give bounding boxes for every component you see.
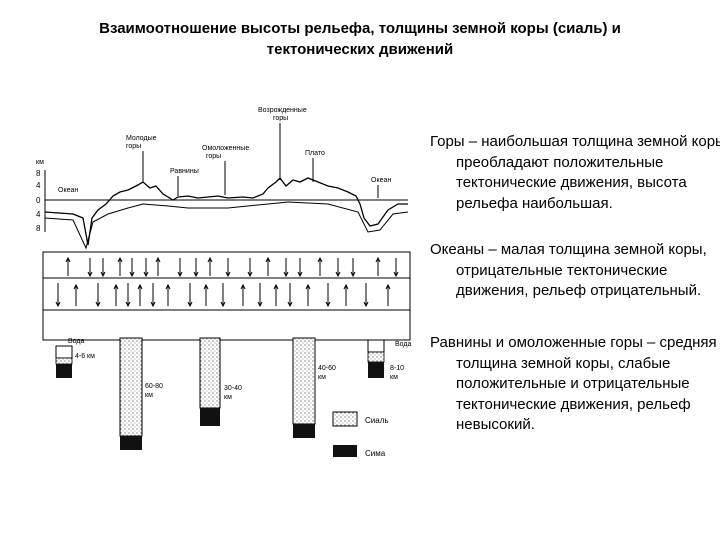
label-plateau: Плато	[305, 150, 325, 157]
column-5-water	[368, 340, 384, 352]
axis-unit-label: км	[36, 159, 44, 166]
legend-sial-swatch	[333, 412, 357, 426]
label-thickness-3-line1: 30-40	[224, 385, 242, 392]
label-ocean-right: Океан	[371, 177, 391, 184]
label-young-mountains-2: горы	[126, 143, 141, 150]
axis-tick-label: 4	[36, 210, 41, 219]
label-young-mountains-1: Молодые	[126, 135, 157, 142]
column-1-water	[56, 346, 72, 358]
label-water-left: Вода	[68, 338, 84, 345]
label-thickness-2-line1: 60-80	[145, 383, 163, 390]
label-ocean-left: Океан	[58, 187, 78, 194]
label-thickness-5-line2: км	[390, 374, 398, 381]
column-5-sima	[368, 362, 384, 378]
label-plains: Равнины	[170, 168, 199, 175]
label-thickness-3-line2: км	[224, 394, 232, 401]
column-5-sial	[368, 352, 384, 362]
label-water-right: Вода	[395, 341, 411, 348]
legend-sima-label: Сима	[365, 449, 386, 458]
label-revived-mountains-2: горы	[273, 115, 288, 122]
crust-diagram: Возрожденные горы Молодые горы Омоложенн…	[28, 100, 423, 480]
slide-title-line-2: тектонических движений	[20, 39, 700, 60]
paragraph-plains: Равнины и омоложенные горы – средняя тол…	[430, 333, 720, 436]
tectonic-movement-arrows	[56, 258, 398, 306]
paragraph-mountains: Горы – наибольшая толщина земной коры, п…	[430, 132, 720, 214]
label-thickness-1: 4-6 км	[75, 353, 95, 360]
column-4-sial	[293, 338, 315, 424]
label-rejuvenated-mountains-1: Омоложенные	[202, 145, 249, 152]
label-thickness-5-line1: 8-10	[390, 365, 404, 372]
column-4-sima	[293, 424, 315, 438]
label-thickness-2-line2: км	[145, 392, 153, 399]
axis-tick-label: 4	[36, 181, 41, 190]
label-thickness-4-line1: 40-60	[318, 365, 336, 372]
axis-tick-label: 8	[36, 169, 41, 178]
legend-sial-label: Сиаль	[365, 416, 389, 425]
slide-title-line-1: Взаимоотношение высоты рельефа, толщины …	[20, 18, 700, 39]
column-2-sima	[120, 436, 142, 450]
column-2-sial	[120, 338, 142, 436]
paragraph-oceans: Океаны – малая толщина земной коры, отри…	[430, 240, 720, 302]
label-thickness-4-line2: км	[318, 374, 326, 381]
axis-tick-label: 0	[36, 196, 41, 205]
axis-ticks: 8 4 0 4 8	[36, 169, 41, 233]
axis-tick-label: 8	[36, 224, 41, 233]
column-1-sial	[56, 358, 72, 364]
column-1-sima	[56, 364, 72, 378]
relief-profile	[45, 178, 408, 245]
column-3-sial	[200, 338, 220, 408]
slide-title: Взаимоотношение высоты рельефа, толщины …	[20, 18, 700, 60]
legend-sima-swatch	[333, 445, 357, 457]
label-rejuvenated-mountains-2: горы	[206, 153, 221, 160]
column-3-sima	[200, 408, 220, 426]
label-revived-mountains-1: Возрожденные	[258, 107, 307, 114]
